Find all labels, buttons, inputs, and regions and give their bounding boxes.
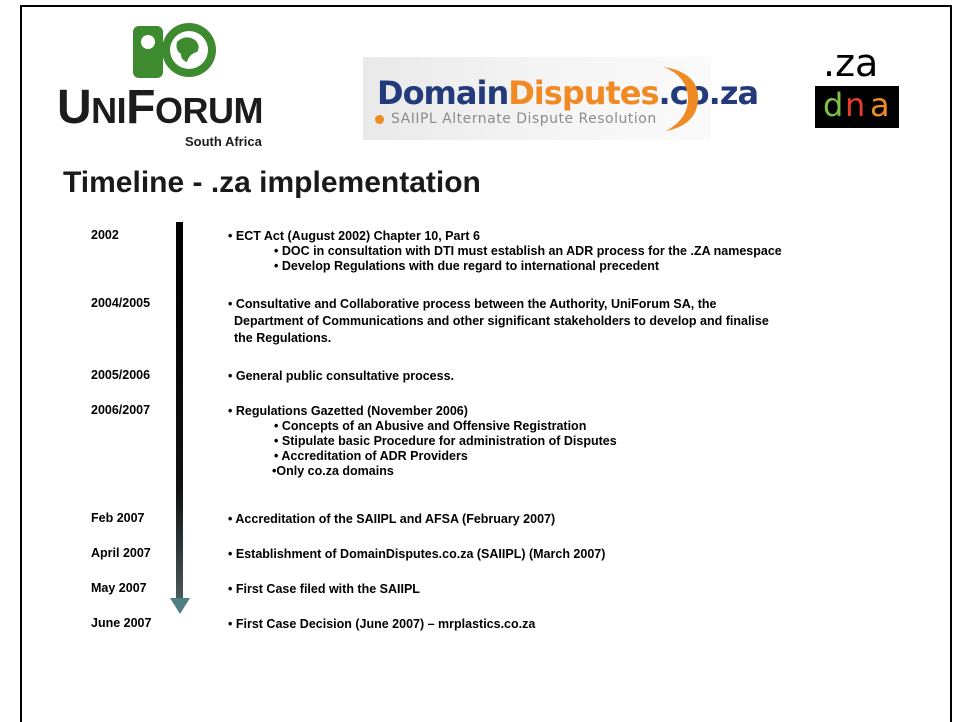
timeline-item: First Case Decision (June 2007) – mrplas… (228, 617, 535, 632)
timeline-year: 2005/2006 (91, 368, 151, 382)
timeline-subitem: Accreditation of ADR Providers (274, 449, 467, 464)
za-logo-text: .za (823, 41, 879, 85)
page-title: Timeline - .za implementation (63, 166, 481, 199)
uniforum-globe-icon (133, 23, 216, 78)
orange-dot-icon (375, 115, 384, 124)
timeline-item: First Case filed with the SAIIPL (228, 582, 420, 597)
domaindisputes-subtitle: SAIIPL Alternate Dispute Resolution (391, 111, 657, 127)
timeline-year: 2006/2007 (91, 403, 151, 417)
timeline-arrow-head-icon (170, 598, 190, 614)
timeline-year: 2004/2005 (91, 296, 151, 310)
timeline-item-line: the Regulations. (234, 331, 332, 345)
uniforum-wordmark: UNIFORUM (57, 81, 264, 134)
timeline-year: 2002 (91, 228, 119, 242)
uniforum-subtitle: South Africa (185, 134, 262, 149)
timeline-subitem: Only co.za domains (272, 464, 393, 479)
timeline-subitem: Concepts of an Abusive and Offensive Reg… (274, 419, 586, 434)
timeline-item: Consultative and Collaborative process b… (228, 297, 717, 312)
timeline-year: May 2007 (91, 581, 147, 595)
timeline-item: Establishment of DomainDisputes.co.za (S… (228, 547, 606, 562)
timeline-item: Regulations Gazetted (November 2006) (228, 404, 468, 419)
timeline-year: June 2007 (91, 616, 152, 630)
timeline-arrow (176, 222, 183, 602)
domaindisputes-title: DomainDisputes.co.za (377, 74, 759, 112)
timeline-subitem: Develop Regulations with due regard to i… (274, 259, 659, 274)
timeline-subitem: Stipulate basic Procedure for administra… (274, 434, 617, 449)
swoosh-icon (664, 67, 699, 131)
timeline-year: April 2007 (91, 546, 151, 560)
uniforum-logo: UNIFORUM South Africa (57, 20, 287, 150)
timeline-item: Accreditation of the SAIIPL and AFSA (Fe… (228, 512, 555, 527)
timeline-item: General public consultative process. (228, 369, 454, 384)
timeline-item: ECT Act (August 2002) Chapter 10, Part 6 (228, 229, 480, 244)
domaindisputes-logo: DomainDisputes.co.za SAIIPL Alternate Di… (363, 57, 759, 140)
timeline-item-line: Department of Communications and other s… (234, 314, 769, 328)
timeline-year: Feb 2007 (91, 511, 145, 525)
timeline-subitem: DOC in consultation with DTI must establ… (274, 244, 782, 259)
